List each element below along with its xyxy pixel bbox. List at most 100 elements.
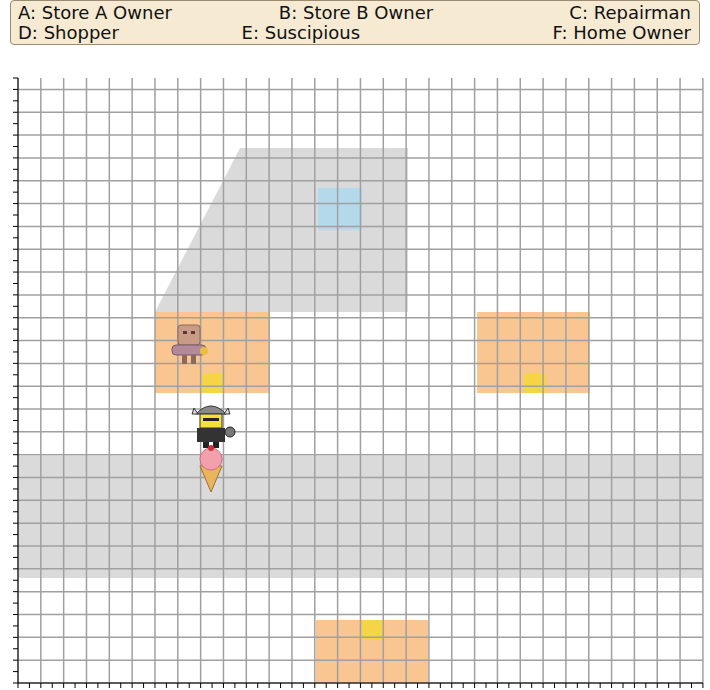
axis-tick bbox=[508, 683, 509, 688]
grid-line bbox=[18, 408, 703, 410]
axis-tick bbox=[13, 203, 18, 204]
legend-entry: C: Repairman bbox=[569, 3, 691, 23]
axis-tick bbox=[13, 329, 18, 330]
axis-tick bbox=[13, 648, 18, 649]
axis-tick bbox=[13, 78, 18, 79]
axis-tick bbox=[13, 146, 18, 147]
axis-tick bbox=[13, 386, 18, 387]
axis-tick bbox=[257, 683, 258, 688]
axis-tick bbox=[13, 374, 18, 375]
axis-tick bbox=[13, 249, 18, 250]
axis-tick bbox=[13, 363, 18, 364]
axis-tick bbox=[360, 683, 361, 688]
axis-tick bbox=[13, 580, 18, 581]
axis-tick bbox=[680, 683, 681, 688]
axis-tick bbox=[440, 683, 441, 688]
axis-tick bbox=[13, 603, 18, 604]
grid-lines bbox=[18, 78, 703, 683]
axis-tick bbox=[13, 100, 18, 101]
legend-box: A: Store A OwnerB: Store B OwnerC: Repai… bbox=[10, 0, 700, 45]
axis-tick bbox=[13, 192, 18, 193]
axis-tick bbox=[13, 135, 18, 136]
axis-tick bbox=[223, 683, 224, 688]
grid-line bbox=[18, 545, 703, 547]
axis-tick bbox=[13, 671, 18, 672]
axis-tick bbox=[668, 683, 669, 688]
axis-tick bbox=[417, 683, 418, 688]
axis-tick bbox=[13, 237, 18, 238]
axis-tick bbox=[29, 683, 30, 688]
axis-tick bbox=[13, 169, 18, 170]
axis-tick bbox=[371, 683, 372, 688]
axis-tick bbox=[13, 89, 18, 90]
axis-tick bbox=[531, 683, 532, 688]
axis-tick bbox=[486, 683, 487, 688]
axis-tick bbox=[565, 683, 566, 688]
axis-tick bbox=[577, 683, 578, 688]
axis-tick bbox=[246, 683, 247, 688]
grid-line bbox=[18, 134, 703, 136]
axis-tick bbox=[13, 317, 18, 318]
axis-tick bbox=[13, 397, 18, 398]
axis-tick bbox=[13, 214, 18, 215]
grid-line bbox=[18, 294, 703, 296]
axis-tick bbox=[291, 683, 292, 688]
axis-tick bbox=[143, 683, 144, 688]
axis-tick bbox=[200, 683, 201, 688]
axis-tick bbox=[13, 546, 18, 547]
axis-tick bbox=[18, 683, 19, 688]
axis-tick bbox=[406, 683, 407, 688]
axis-tick bbox=[543, 683, 544, 688]
grid-line bbox=[18, 614, 703, 616]
legend-entry: B: Store B Owner bbox=[279, 3, 433, 23]
axis-ticks bbox=[13, 78, 703, 688]
axis-tick bbox=[13, 272, 18, 273]
axis-tick bbox=[63, 683, 64, 688]
axis-tick bbox=[428, 683, 429, 688]
store-a-door bbox=[202, 374, 224, 393]
axis-tick bbox=[280, 683, 281, 688]
axis-tick bbox=[75, 683, 76, 688]
axis-tick bbox=[634, 683, 635, 688]
axis-tick bbox=[13, 523, 18, 524]
axis-tick bbox=[326, 683, 327, 688]
grid-line bbox=[18, 340, 703, 342]
axis-tick bbox=[13, 454, 18, 455]
axis-tick bbox=[13, 660, 18, 661]
axis-tick bbox=[13, 409, 18, 410]
axis-tick bbox=[691, 683, 692, 688]
grid-line bbox=[18, 180, 703, 182]
axis-tick bbox=[212, 683, 213, 688]
axis-tick bbox=[120, 683, 121, 688]
grid-line bbox=[18, 226, 703, 228]
axis-tick bbox=[13, 500, 18, 501]
axis-tick bbox=[463, 683, 464, 688]
ice-cream-item bbox=[200, 445, 222, 492]
axis-tick bbox=[702, 683, 703, 688]
axis-tick bbox=[645, 683, 646, 688]
axis-tick bbox=[13, 123, 18, 124]
axis-tick bbox=[13, 534, 18, 535]
axis-tick bbox=[166, 683, 167, 688]
axis-tick bbox=[474, 683, 475, 688]
axis-tick bbox=[154, 683, 155, 688]
grid-line bbox=[18, 477, 703, 479]
axis-tick bbox=[13, 568, 18, 569]
store-a bbox=[155, 312, 270, 393]
grid-line bbox=[18, 637, 703, 639]
house-window bbox=[318, 188, 362, 230]
grid-line bbox=[18, 271, 703, 273]
axis-tick bbox=[13, 283, 18, 284]
axis-tick bbox=[394, 683, 395, 688]
axis-tick bbox=[13, 157, 18, 158]
knight-sprite bbox=[192, 406, 235, 448]
grid-line bbox=[18, 431, 703, 433]
axis-tick bbox=[314, 683, 315, 688]
axis-tick bbox=[349, 683, 350, 688]
grid-line bbox=[18, 317, 703, 319]
axis-tick bbox=[554, 683, 555, 688]
axis-tick bbox=[97, 683, 98, 688]
axis-tick bbox=[497, 683, 498, 688]
axis-tick bbox=[588, 683, 589, 688]
